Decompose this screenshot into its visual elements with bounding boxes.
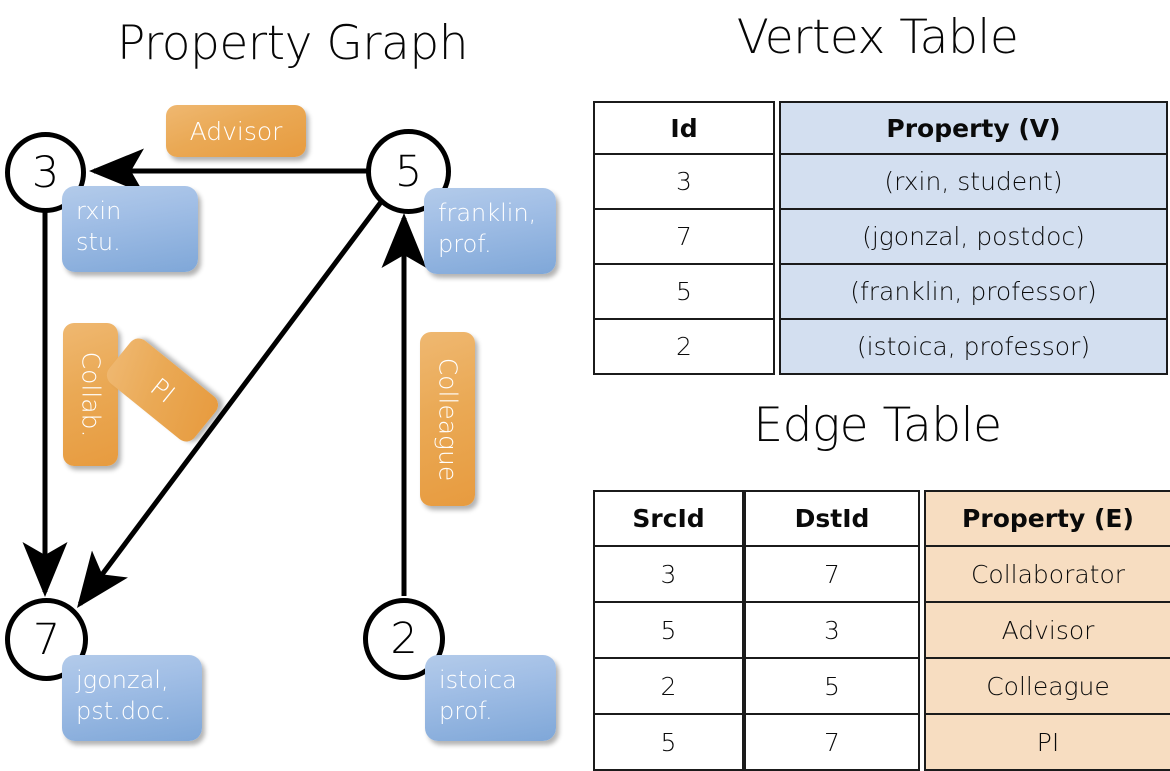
table-row: (istoica, professor) (779, 318, 1168, 375)
table-row: 2 (593, 657, 744, 715)
vertex-table: Id 3 7 5 2 Property (V) (rxin, student) … (593, 101, 1168, 375)
edge-cell-dstid: 7 (744, 545, 920, 603)
node-property-line: prof. (438, 229, 492, 258)
graph-node-2[interactable]: 2 (363, 598, 445, 680)
table-header-row: DstId (744, 490, 920, 547)
graph-edges-svg (22, 148, 427, 609)
vertex-cell-id: 2 (593, 318, 775, 375)
node-property-box-3: rxin stu. (62, 186, 198, 272)
edge-cell-property: Colleague (924, 657, 1170, 715)
edge-cell-property: Collaborator (924, 545, 1170, 603)
node-property-line: istoica (439, 666, 517, 694)
edge-table-srcid-column: SrcId 3 5 2 5 (593, 490, 744, 771)
edge-cell-property: PI (924, 713, 1170, 771)
table-row: 5 (593, 713, 744, 771)
table-row: 3 (593, 153, 775, 210)
table-header-row: SrcId (593, 490, 744, 547)
edge-table-property-column: Property (E) Collaborator Advisor Collea… (924, 490, 1170, 771)
vertex-table-property-column: Property (V) (rxin, student) (jgonzal, p… (779, 101, 1168, 375)
graph-node-5[interactable]: 5 (366, 129, 451, 214)
edge-table-dstid-column: DstId 7 3 5 7 (744, 490, 920, 771)
page-title-property-graph: Property Graph (117, 16, 469, 71)
node-property-line: jgonzal, (76, 666, 169, 694)
table-row: 7 (744, 713, 920, 771)
edge-cell-dstid: 7 (744, 713, 920, 771)
property-graph-diagram: 3 5 7 2 rxin stu. franklin, prof. jgonza… (0, 0, 585, 760)
edge-5-to-7 (77, 200, 384, 609)
edge-header-dstid: DstId (744, 490, 920, 547)
edge-label-text: Advisor (189, 116, 283, 146)
table-row: 3 (593, 545, 744, 603)
node-property-line: franklin, (438, 199, 537, 227)
edge-header-property: Property (E) (924, 490, 1170, 547)
vertex-cell-id: 3 (593, 153, 775, 210)
edge-cell-srcid: 2 (593, 657, 744, 715)
table-row: 2 (593, 318, 775, 375)
edge-cell-dstid: 3 (744, 601, 920, 659)
edge-cell-property: Advisor (924, 601, 1170, 659)
table-row: (franklin, professor) (779, 263, 1168, 320)
node-property-box-5: franklin, prof. (424, 188, 556, 274)
table-row: 5 (593, 601, 744, 659)
table-header-row: Property (E) (924, 490, 1170, 547)
table-row: Collaborator (924, 545, 1170, 603)
node-property-line: prof. (439, 696, 493, 725)
table-row: PI (924, 713, 1170, 771)
table-header-row: Property (V) (779, 101, 1168, 155)
node-property-line: rxin (76, 197, 122, 225)
page-title-vertex-table: Vertex Table (736, 10, 1019, 65)
edge-label-text: Colleague (433, 357, 463, 481)
table-row: 7 (744, 545, 920, 603)
node-property-line: stu. (76, 227, 121, 256)
table-header-row: Id (593, 101, 775, 155)
vertex-cell-id: 7 (593, 208, 775, 265)
table-row: 5 (593, 263, 775, 320)
vertex-cell-id: 5 (593, 263, 775, 320)
vertex-table-id-column: Id 3 7 5 2 (593, 101, 775, 375)
vertex-header-id: Id (593, 101, 775, 155)
table-row: 3 (744, 601, 920, 659)
edge-label-collab: Collab. (63, 323, 118, 466)
vertex-cell-property: (rxin, student) (779, 153, 1168, 210)
node-property-line: pst.doc. (76, 696, 172, 725)
edge-header-srcid: SrcId (593, 490, 744, 547)
vertex-cell-property: (jgonzal, postdoc) (779, 208, 1168, 265)
table-row: (rxin, student) (779, 153, 1168, 210)
page-title-edge-table: Edge Table (753, 398, 1002, 453)
edge-table: SrcId 3 5 2 5 DstId 7 3 5 7 (593, 490, 1170, 771)
table-row: (jgonzal, postdoc) (779, 208, 1168, 265)
edge-cell-srcid: 5 (593, 601, 744, 659)
table-row: Advisor (924, 601, 1170, 659)
table-row: Colleague (924, 657, 1170, 715)
edge-cell-srcid: 5 (593, 713, 744, 771)
edge-label-advisor: Advisor (166, 105, 306, 157)
table-row: 5 (744, 657, 920, 715)
edge-label-colleague: Colleague (420, 332, 475, 506)
edge-cell-srcid: 3 (593, 545, 744, 603)
edge-label-text: PI (144, 371, 181, 409)
table-row: 7 (593, 208, 775, 265)
node-property-box-7: jgonzal, pst.doc. (62, 655, 202, 741)
vertex-header-property: Property (V) (779, 101, 1168, 155)
node-property-box-2: istoica prof. (425, 655, 556, 741)
vertex-cell-property: (istoica, professor) (779, 318, 1168, 375)
edge-cell-dstid: 5 (744, 657, 920, 715)
vertex-cell-property: (franklin, professor) (779, 263, 1168, 320)
edge-label-text: Collab. (76, 351, 105, 438)
